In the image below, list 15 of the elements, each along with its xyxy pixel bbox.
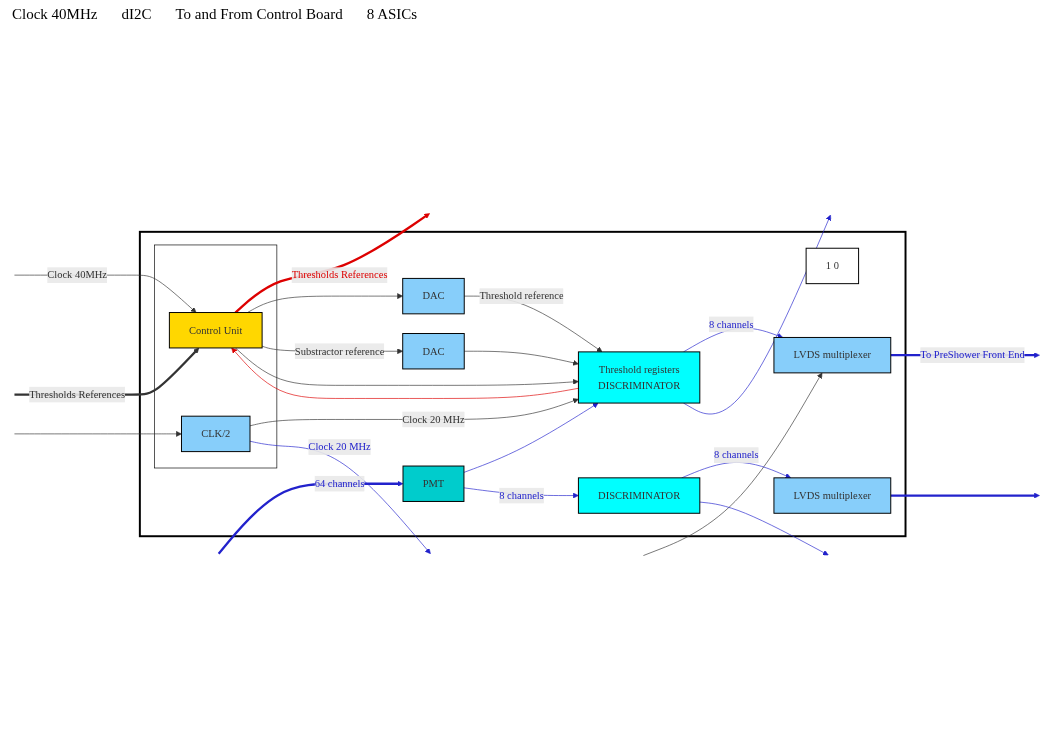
- process-block: LVDS multiplexer: [773, 336, 892, 374]
- process-block: PMT: [402, 465, 465, 502]
- process-block: Control Unit: [168, 312, 263, 349]
- note-text: dI2C: [121, 6, 152, 23]
- note-text: 8 ASICs: [366, 6, 418, 23]
- note-text: To and From Control Board: [175, 6, 343, 23]
- process-block: DAC: [402, 333, 465, 370]
- process-block: Threshold registers DISCRIMINATOR: [577, 351, 701, 404]
- process-block: CLK/2: [181, 415, 251, 453]
- process-block: 1 0: [805, 247, 860, 285]
- process-block: DAC: [402, 277, 465, 315]
- process-block: LVDS multiplexer: [773, 477, 892, 514]
- arrow: [890, 492, 1040, 499]
- note-text: Clock 40MHz: [12, 6, 98, 23]
- process-block: DISCRIMINATOR: [577, 477, 701, 514]
